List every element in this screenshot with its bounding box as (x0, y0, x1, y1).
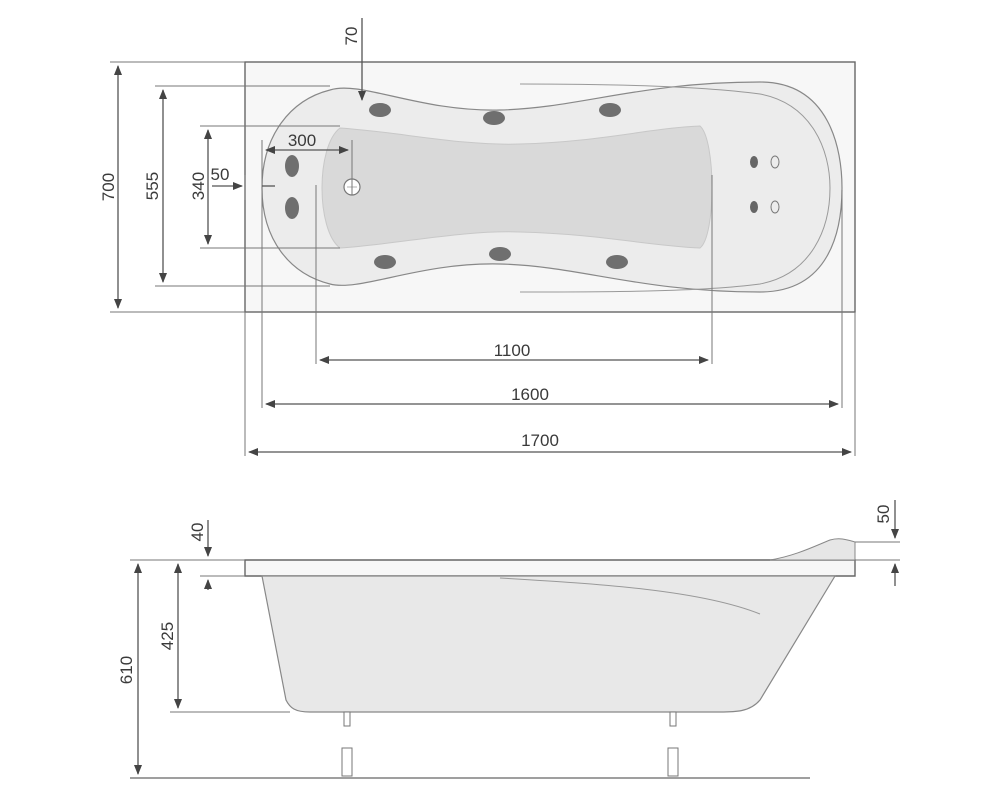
control-knob-icon (750, 201, 758, 213)
leg-icon (343, 711, 351, 727)
dim-label-bottom-length: 1100 (494, 341, 531, 360)
dim-label-inner-depth: 425 (158, 622, 177, 650)
jet-icon (369, 103, 391, 117)
dim-label-overall-width: 700 (99, 173, 118, 201)
dim-label-headrest-height: 50 (874, 505, 893, 524)
dim-label-rim-thickness: 40 (188, 523, 207, 542)
leg-icon (341, 747, 353, 777)
tub-headrest (769, 538, 856, 561)
jet-icon (599, 103, 621, 117)
side-view: 610 425 40 50 (117, 500, 900, 779)
tub-basin-bottom (321, 125, 713, 249)
jet-icon (483, 111, 505, 125)
dim-label-bottom-width: 340 (189, 172, 208, 200)
jet-icon (285, 197, 299, 219)
tub-inner-contour (519, 83, 831, 293)
jet-icon (374, 255, 396, 269)
control-knob-icon (770, 200, 780, 214)
tub-rim-side (244, 559, 856, 577)
control-panel (750, 155, 780, 214)
top-view: 700 555 340 70 300 50 1100 1600 1700 (99, 18, 856, 456)
tub-legs (341, 711, 679, 777)
leg-icon (667, 747, 679, 777)
tub-side-contour (499, 577, 761, 615)
jet-icon (489, 247, 511, 261)
dim-label-inner-width: 555 (143, 172, 162, 200)
dim-label-rim-offset: 70 (342, 27, 361, 46)
dim-label-inner-length: 1600 (511, 385, 549, 404)
control-knob-icon (770, 155, 780, 169)
control-knob-icon (750, 156, 758, 168)
dim-label-overall-length: 1700 (521, 431, 559, 450)
massage-jets (285, 103, 628, 269)
dim-label-drain-offset: 300 (288, 131, 316, 150)
dim-label-total-height: 610 (117, 656, 136, 684)
tub-body-side (261, 575, 837, 713)
jet-icon (606, 255, 628, 269)
leg-icon (669, 711, 677, 727)
dim-label-jet-offset: 50 (211, 165, 230, 184)
jet-icon (285, 155, 299, 177)
